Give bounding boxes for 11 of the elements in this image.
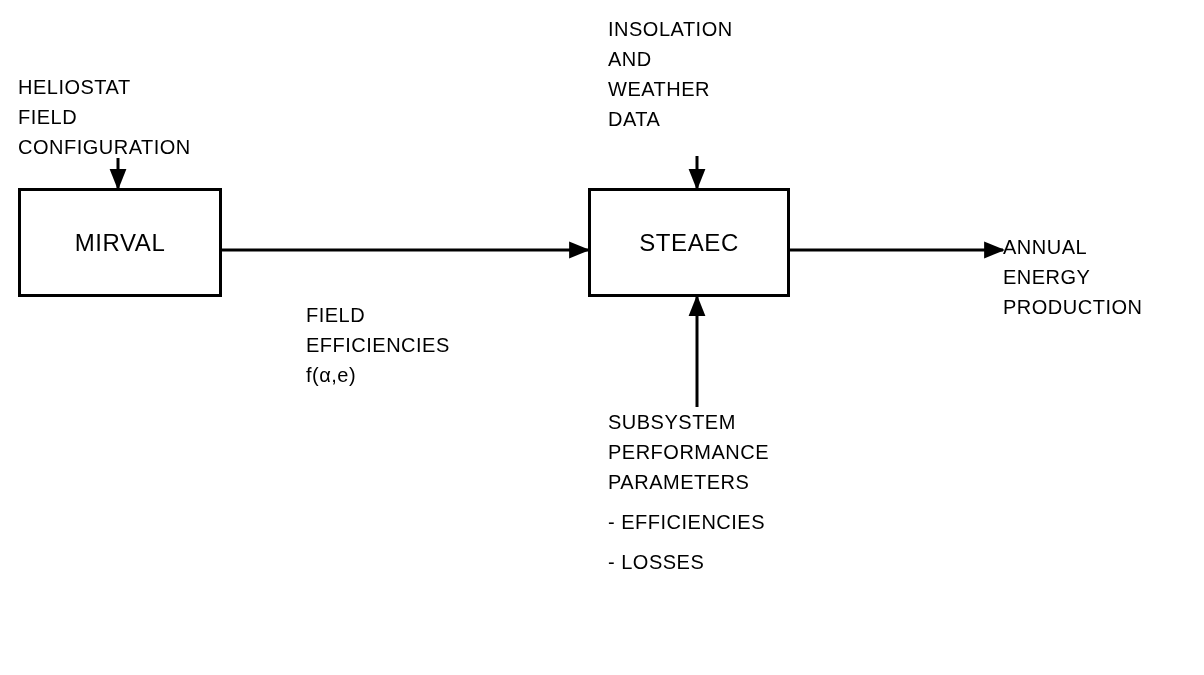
input-label: HELIOSTAT FIELD CONFIGURATION bbox=[18, 75, 191, 160]
arrow bbox=[790, 241, 1006, 259]
input-label: ANNUAL ENERGY PRODUCTION bbox=[1003, 235, 1143, 320]
process-box bbox=[18, 188, 222, 297]
list-item: - EFFICIENCIES bbox=[608, 510, 765, 535]
input-label: INSOLATION AND WEATHER DATA bbox=[608, 17, 733, 132]
box-label: MIRVAL bbox=[74, 227, 166, 258]
input-label: SUBSYSTEM PERFORMANCE PARAMETERS bbox=[608, 410, 770, 495]
process-box bbox=[588, 188, 790, 297]
list-item: - LOSSES bbox=[608, 550, 705, 575]
box-label: STEAEC bbox=[639, 227, 739, 258]
